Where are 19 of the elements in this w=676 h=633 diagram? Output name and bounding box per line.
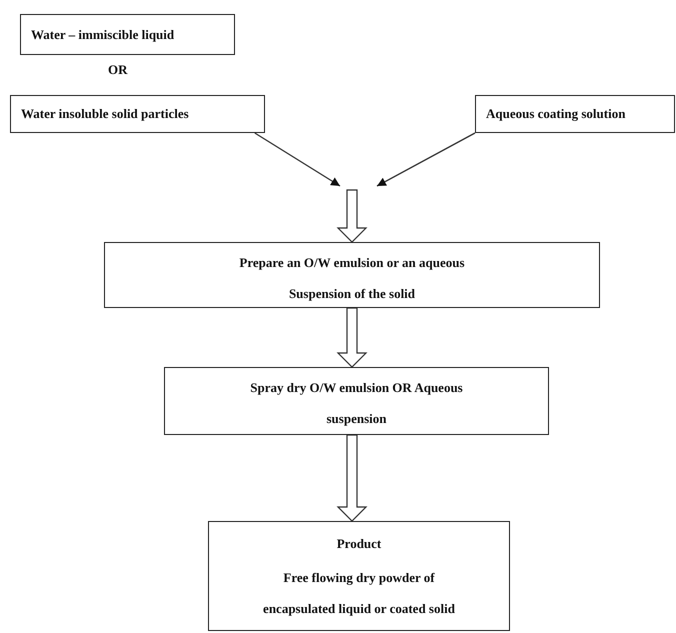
box-text: Spray dry O/W emulsion OR Aqueous suspension [249,379,464,428]
box-text: Water insoluble solid particles [21,106,189,122]
connector-text: OR [108,62,128,78]
box-text: Water – immiscible liquid [31,26,174,42]
process-box [20,14,235,55]
process-box [164,367,549,435]
process-box [208,521,510,631]
process-box [104,242,600,308]
box-text: Aqueous coating solution [486,106,626,122]
block-arrow [336,189,368,243]
box-heading: Product [336,534,382,553]
box-text: Free flowing dry powder of encapsulated liquid or coated solid [262,569,456,618]
arrow [254,132,340,187]
arrow [376,132,476,187]
block-arrow [336,434,368,522]
box-text: Prepare an O/W emulsion or an aqueous Suspension of the solid [238,254,466,304]
process-box [475,95,675,133]
block-arrow [336,307,368,368]
process-box [10,95,265,133]
